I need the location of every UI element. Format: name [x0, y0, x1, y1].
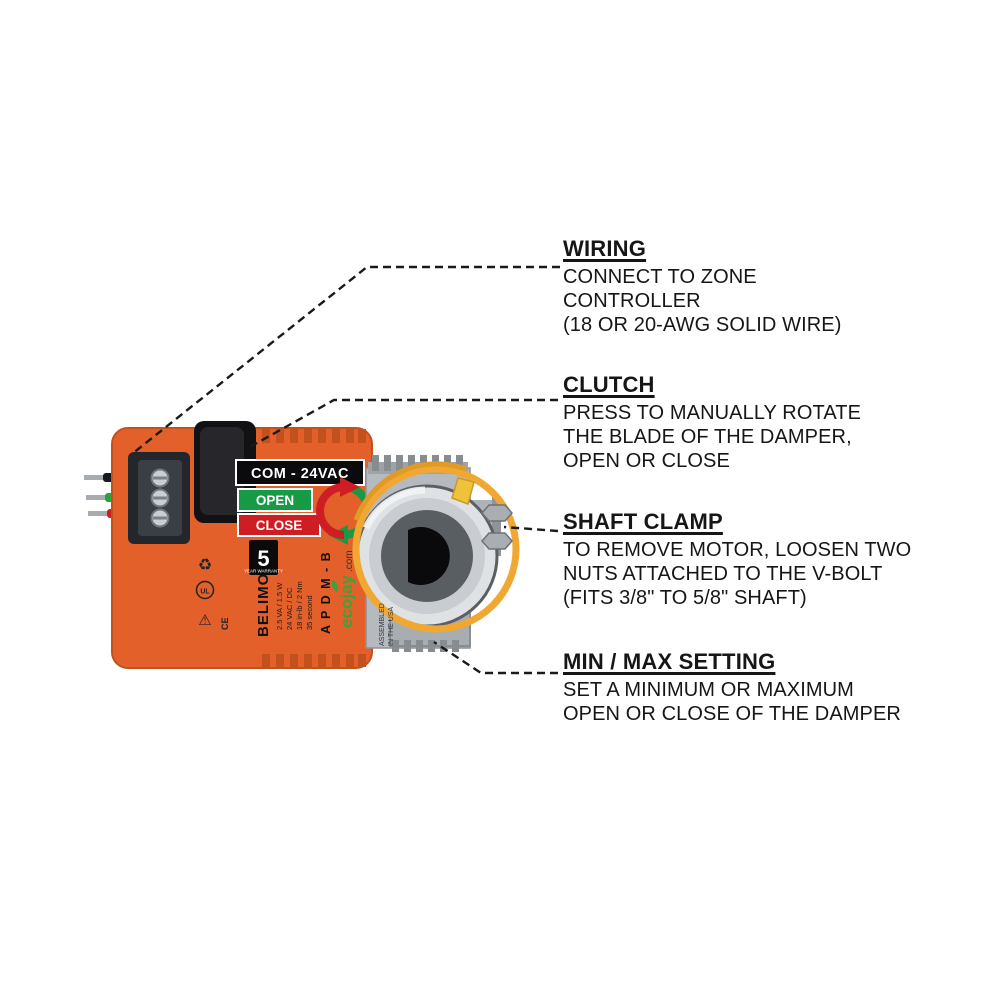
spec-voltage: 24 VAC / DC — [285, 587, 294, 630]
model-text: A P D M - B — [319, 551, 333, 634]
warranty-badge: 5 YEAR WARRANTY — [244, 540, 283, 575]
callout-wiring-title: WIRING — [563, 236, 647, 261]
callout-min-max-line: OPEN OR CLOSE OF THE DAMPER — [563, 703, 901, 725]
callout-wiring: WIRING CONNECT TO ZONE CONTROLLER (18 OR… — [563, 236, 841, 337]
spec-runtime: 35 second — [305, 595, 314, 630]
d-shaft-opening — [408, 527, 450, 585]
callout-clutch: CLUTCH PRESS TO MANUALLY ROTATE THE BLAD… — [563, 372, 861, 473]
callout-clutch-title: CLUTCH — [563, 372, 655, 397]
terminal-block — [128, 452, 190, 544]
callout-shaft-clamp-title: SHAFT CLAMP — [563, 509, 723, 534]
callout-shaft-clamp-line: (FITS 3/8" TO 5/8" SHAFT) — [563, 587, 807, 609]
rotation-arrows-icon — [316, 477, 372, 545]
spec-torque: 18 in-lb / 2 Nm — [295, 581, 304, 630]
callout-wiring-line: CONTROLLER — [563, 290, 701, 312]
warranty-label: YEAR WARRANTY — [244, 569, 283, 574]
callout-min-max-line: SET A MINIMUM OR MAXIMUM — [563, 679, 854, 701]
assembled-text-1: ASSEMBLED — [379, 603, 386, 646]
callout-clutch-line: THE BLADE OF THE DAMPER, — [563, 426, 852, 448]
ul-text: UL — [200, 589, 210, 596]
leaf-icon — [331, 580, 339, 592]
callout-line-wiring — [131, 265, 560, 455]
com-24vac-text: COM - 24VAC — [251, 466, 349, 482]
assembled-text-2: IN THE USA — [388, 607, 395, 646]
assembled-line1: ASSEMBLED — [379, 603, 386, 646]
v-bolt-rod — [492, 496, 501, 556]
ce-mark: CE — [220, 617, 230, 630]
spec-text-4: 2.5 VA / 1.5 W — [275, 582, 284, 630]
close-text: CLOSE — [256, 518, 303, 533]
brand-text: ecojay .com — [331, 550, 356, 628]
spec-text-2: 18 in-lb / 2 Nm — [295, 581, 304, 630]
callout-line-clutch — [247, 398, 558, 450]
ce-text: CE — [220, 617, 230, 630]
open-text: OPEN — [256, 493, 294, 508]
brand-tld: .com — [344, 550, 355, 572]
close-label: CLOSE — [237, 513, 321, 537]
callout-clutch-line: PRESS TO MANUALLY ROTATE — [563, 402, 862, 424]
spec-text-3: 24 VAC / DC — [285, 587, 294, 630]
callout-shaft-clamp-line: NUTS ATTACHED TO THE V-BOLT — [563, 563, 883, 585]
warning-triangle-icon: ⚠ — [198, 612, 211, 629]
position-pointer-tab — [451, 477, 475, 505]
shaft-clamp-assembly: ASSEMBLED IN THE USA — [352, 455, 520, 652]
ul-certification-icon: UL — [195, 580, 215, 600]
callout-clutch-line: OPEN OR CLOSE — [563, 450, 730, 472]
callout-line-shaft-clamp — [503, 525, 559, 533]
brand-name: ecojay — [337, 575, 356, 628]
callout-min-max-title: MIN / MAX SETTING — [563, 649, 776, 674]
recycle-icon: ♻ — [198, 557, 212, 574]
callout-shaft-clamp-line: TO REMOVE MOTOR, LOOSEN TWO — [563, 539, 912, 561]
callout-min-max: MIN / MAX SETTING SET A MINIMUM OR MAXIM… — [563, 649, 901, 726]
v-bolt-nuts — [481, 504, 513, 550]
manufacturer-name: BELIMO — [255, 573, 272, 637]
assembled-line2: IN THE USA — [388, 607, 395, 646]
warranty-number: 5 — [257, 546, 269, 571]
callout-wiring-line: CONNECT TO ZONE — [563, 266, 757, 288]
model-number: A P D M - B — [319, 551, 333, 634]
callout-shaft-clamp: SHAFT CLAMP TO REMOVE MOTOR, LOOSEN TWO … — [563, 509, 911, 610]
spec-power: 2.5 VA / 1.5 W — [275, 582, 284, 630]
belimo-logo: BELIMO — [255, 573, 272, 637]
spec-text-1: 35 second — [305, 595, 314, 630]
amber-ring — [352, 465, 520, 633]
open-label: OPEN — [237, 488, 313, 512]
callout-wiring-line: (18 OR 20-AWG SOLID WIRE) — [563, 314, 842, 336]
